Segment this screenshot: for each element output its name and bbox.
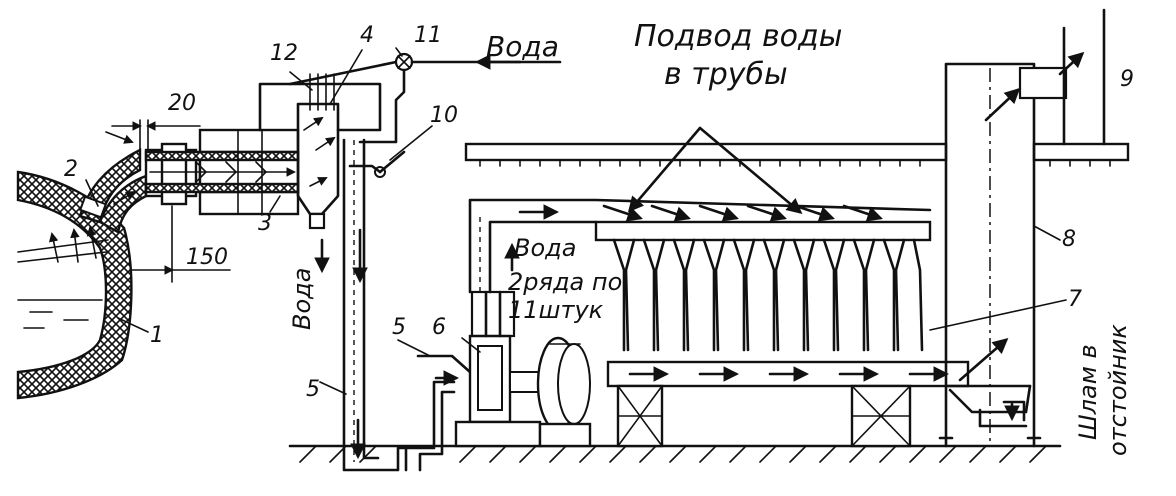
collector-trough — [606, 360, 970, 448]
callout-8: 8 — [1062, 227, 1076, 252]
callout-6: 6 — [432, 315, 446, 340]
callout-9: 9 — [1120, 67, 1134, 92]
leader-lines — [85, 47, 1067, 395]
sludge-label-2: отстойник — [1104, 324, 1132, 456]
labels: Вода Подвод воды в трубы Вода Вода 2ряда… — [288, 19, 1132, 456]
rows-label-2: 11штук — [508, 296, 604, 324]
dimension-150: 150 — [129, 205, 231, 283]
water-supply-label-1: Подвод воды — [634, 19, 842, 54]
water-supply-line — [288, 52, 562, 178]
tube-row — [612, 238, 924, 352]
water-supply-label-2: в трубы — [664, 57, 788, 92]
overhead-rail — [464, 142, 1130, 167]
callout-5b: 5 — [392, 315, 406, 340]
callout-2: 2 — [64, 157, 78, 182]
scrubber-column — [258, 73, 382, 274]
callout-numbers: 1 2 3 4 5 5 6 7 8 9 10 11 12 — [64, 23, 1134, 402]
riser-pipe — [468, 198, 932, 294]
callout-4: 4 — [360, 23, 374, 48]
callout-10: 10 — [430, 103, 458, 128]
callout-5a: 5 — [306, 377, 320, 402]
dim-20-label: 20 — [168, 91, 196, 116]
sludge-label-1: Шлам в — [1074, 344, 1102, 440]
water-down-label: Вода — [288, 268, 316, 330]
pump-unit — [454, 290, 592, 448]
drain-pipe — [342, 138, 472, 472]
callout-11: 11 — [414, 23, 442, 48]
dim-150-label: 150 — [186, 245, 228, 270]
converter-vessel — [16, 170, 133, 400]
water-up-label: Вода — [514, 234, 576, 262]
dimension-20: 20 — [111, 91, 201, 159]
water-in-label: Вода — [486, 30, 559, 63]
venturi-tubes — [594, 126, 932, 352]
callout-1: 1 — [150, 323, 164, 348]
exhaust-stack — [938, 8, 1106, 448]
callout-3: 3 — [258, 211, 272, 236]
intake-hood — [78, 131, 148, 234]
ground — [288, 444, 1062, 463]
callout-12: 12 — [270, 41, 298, 66]
rows-label-1: 2ряда по — [508, 268, 622, 296]
gas-duct — [144, 128, 300, 216]
callout-7: 7 — [1068, 287, 1082, 312]
